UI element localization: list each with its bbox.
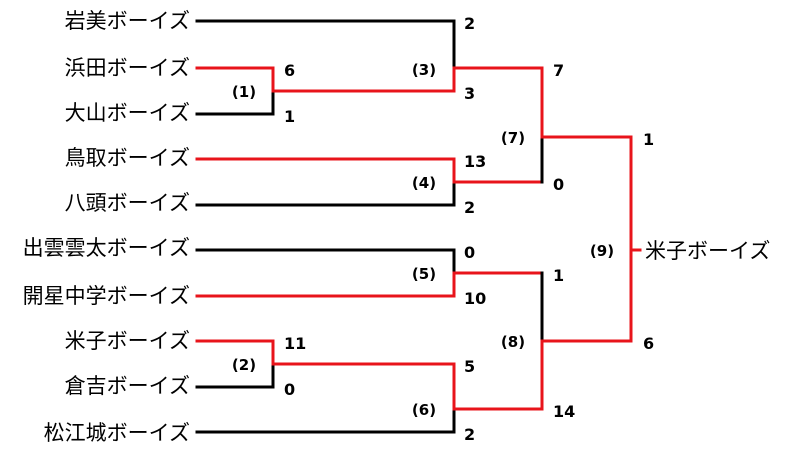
team-label: 浜田ボーイズ — [65, 56, 190, 80]
match-label: (7) — [501, 129, 525, 147]
bracket-line — [452, 339, 544, 411]
score: 3 — [464, 84, 475, 103]
match-label: (4) — [412, 174, 436, 192]
team-label: 松江城ボーイズ — [44, 421, 190, 445]
bracket-line — [195, 407, 456, 434]
match-label: (5) — [412, 265, 436, 283]
bracket-line — [195, 157, 544, 184]
score: 2 — [464, 198, 475, 217]
bracket-line — [540, 248, 633, 343]
bracket-line — [195, 180, 456, 207]
score: 7 — [553, 61, 564, 80]
bracket-lines — [195, 19, 642, 434]
team-label: 倉吉ボーイズ — [65, 374, 190, 398]
score: 1 — [284, 107, 295, 126]
bracket-line — [195, 248, 456, 275]
scores: 6 1 11 0 2 3 13 2 0 10 5 2 7 0 1 14 1 6 — [284, 14, 654, 444]
score: 1 — [643, 130, 654, 149]
match-label: (2) — [232, 356, 256, 374]
champion-label: 米子ボーイズ — [645, 239, 770, 263]
match-label: (8) — [501, 333, 525, 351]
score: 0 — [553, 175, 564, 194]
match-label: (1) — [232, 83, 256, 101]
score: 2 — [464, 14, 475, 33]
match-labels: (1) (2) (3) (4) (5) (6) (7) (8) (9) — [232, 61, 614, 419]
score: 6 — [284, 61, 295, 80]
score: 13 — [464, 152, 486, 171]
bracket-line — [452, 66, 544, 139]
team-label: 鳥取ボーイズ — [65, 146, 190, 170]
score: 6 — [643, 334, 654, 353]
bracket-line — [195, 19, 456, 70]
team-list: 岩美ボーイズ 浜田ボーイズ 大山ボーイズ 鳥取ボーイズ 八頭ボーイズ 出雲雲太ボ… — [23, 9, 771, 445]
match-label: (9) — [590, 242, 614, 260]
team-label: 出雲雲太ボーイズ — [23, 236, 190, 260]
score: 10 — [464, 289, 486, 308]
team-label: 岩美ボーイズ — [65, 9, 190, 33]
score: 5 — [464, 357, 475, 376]
match-label: (6) — [412, 401, 436, 419]
score: 0 — [284, 380, 295, 399]
team-label: 八頭ボーイズ — [65, 191, 190, 215]
match-label: (3) — [412, 61, 436, 79]
team-label: 米子ボーイズ — [65, 329, 190, 353]
score: 1 — [553, 266, 564, 285]
bracket-line — [195, 362, 275, 389]
score: 14 — [553, 402, 575, 421]
team-label: 大山ボーイズ — [65, 101, 190, 125]
bracket-line — [195, 339, 456, 366]
score: 11 — [284, 334, 306, 353]
bracket-line — [195, 66, 456, 93]
bracket-line — [195, 271, 544, 298]
team-label: 開星中学ボーイズ — [23, 284, 190, 308]
bracket-line — [195, 89, 275, 116]
score: 0 — [464, 243, 475, 262]
bracket-line — [540, 135, 633, 252]
score: 2 — [464, 425, 475, 444]
